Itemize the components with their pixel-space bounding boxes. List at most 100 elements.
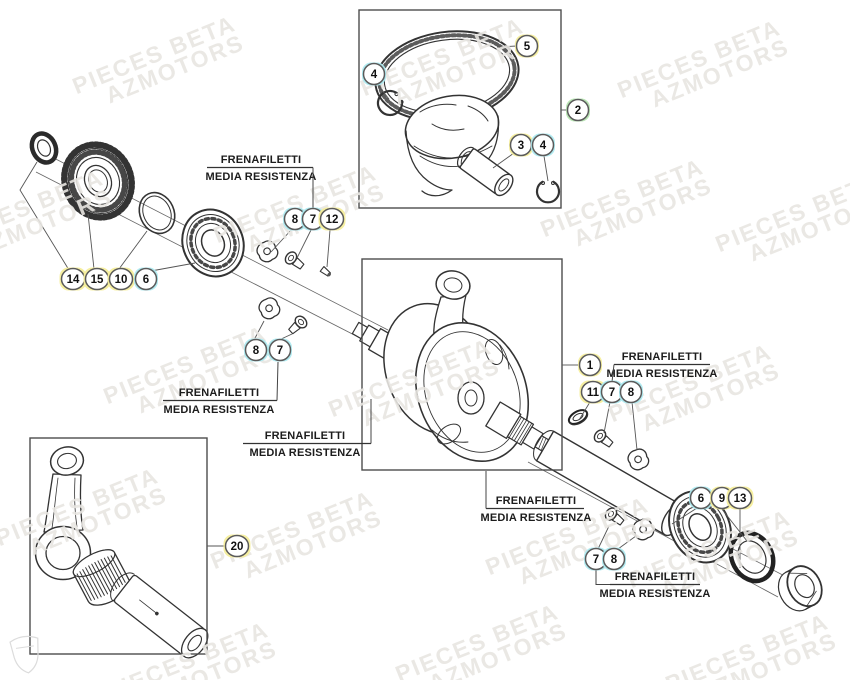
thread-locker-label-line2: MEDIA RESISTENZA (481, 512, 592, 524)
callout-number: 13 (734, 493, 747, 505)
callout-7[interactable]: 7 (301, 207, 325, 231)
callout-10[interactable]: 10 (107, 267, 135, 291)
callout-number: 8 (628, 387, 635, 399)
callout-number: 8 (611, 554, 618, 566)
callout-number: 4 (540, 140, 547, 152)
thread-locker-label-line1: FRENAFILETTI (615, 571, 696, 583)
oring-part (138, 191, 176, 235)
callout-leader-line (617, 535, 637, 550)
shield-logo (9, 635, 39, 674)
callout-4[interactable]: 4 (362, 62, 386, 86)
circlip-bottom-part (535, 180, 561, 204)
callout-7[interactable]: 7 (268, 338, 292, 362)
callout-15[interactable]: 15 (83, 267, 111, 291)
piston-kit-box (358, 9, 562, 209)
callout-leader-line (496, 45, 518, 48)
callout-circle (362, 62, 386, 86)
callout-1[interactable]: 1 (578, 353, 602, 377)
thread-locker-label-line2: MEDIA RESISTENZA (600, 588, 711, 600)
callout-leader-line (150, 262, 196, 272)
callout-circle (566, 98, 590, 122)
callout-number: 8 (292, 214, 299, 226)
callout-leader-line (597, 525, 610, 550)
watermark-text: PIECES BETAAZMOTORS (537, 153, 716, 262)
callout-5[interactable]: 5 (515, 34, 539, 58)
callout-number: 7 (609, 387, 615, 399)
callout-circle (224, 534, 250, 558)
callout-circle (515, 34, 539, 58)
callout-20[interactable]: 20 (223, 534, 251, 558)
watermark-text: PIECES BETAAZMOTORS (662, 608, 841, 680)
dowel-pin-part (319, 266, 331, 277)
watermark-text: PIECES BETAAZMOTORS (614, 14, 793, 123)
callout-number: 7 (593, 554, 599, 566)
callout-3[interactable]: 3 (509, 133, 533, 157)
callout-leader-line (270, 228, 293, 253)
callout-4[interactable]: 4 (531, 133, 555, 157)
callout-2[interactable]: 2 (566, 98, 590, 122)
retainer-plate-part (632, 518, 655, 541)
callout-7[interactable]: 7 (600, 380, 624, 404)
callout-13[interactable]: 13 (726, 486, 754, 510)
callout-number: 9 (719, 493, 725, 505)
callout-circle (244, 338, 268, 362)
thread-locker-label-line1: FRENAFILETTI (179, 387, 260, 399)
tab-washer-part (567, 409, 589, 426)
callout-leader-line (253, 320, 265, 341)
main-bearing-right-part (668, 490, 732, 564)
callout-number: 4 (371, 69, 378, 81)
callout-8[interactable]: 8 (619, 380, 643, 404)
wrist-pin-part (456, 146, 514, 197)
callout-12[interactable]: 12 (318, 207, 346, 231)
thread-locker-label-line1: FRENAFILETTI (496, 495, 577, 507)
label-connector-line (611, 364, 615, 383)
thread-locker-label-line2: MEDIA RESISTENZA (164, 404, 275, 416)
callout-number: 7 (277, 345, 283, 357)
callout-number: 15 (91, 274, 104, 286)
thread-locker-label-line1: FRENAFILETTI (622, 351, 703, 363)
callout-number: 5 (524, 41, 531, 53)
callout-8[interactable]: 8 (244, 338, 268, 362)
callout-number: 11 (587, 387, 600, 399)
callout-circle (268, 338, 292, 362)
thread-locker-label-line1: FRENAFILETTI (265, 430, 346, 442)
callout-leader-line (326, 229, 331, 268)
watermark-text: PIECES BETAAZMOTORS (392, 598, 571, 680)
callout-6[interactable]: 6 (689, 486, 713, 510)
callout-number: 14 (67, 274, 80, 286)
callout-11[interactable]: 11 (579, 380, 607, 404)
circlip-top-part (376, 89, 404, 117)
crank-pin-part (110, 572, 209, 659)
piston-part (404, 94, 500, 197)
callout-leader-line (87, 213, 95, 270)
callout-14[interactable]: 14 (59, 267, 87, 291)
callout-number: 6 (143, 274, 149, 286)
primary-gear-part (61, 141, 135, 221)
callout-circle (578, 353, 602, 377)
callout-number: 10 (115, 274, 128, 286)
callout-leader-line (578, 401, 591, 421)
callout-8[interactable]: 8 (602, 547, 626, 571)
callout-leader-line (603, 401, 611, 434)
callout-circle (619, 380, 643, 404)
crankshaft-part (351, 270, 554, 463)
retainer-plate-part (256, 240, 279, 263)
callout-7[interactable]: 7 (584, 547, 608, 571)
callout-8[interactable]: 8 (283, 207, 307, 231)
bolt-part (288, 315, 308, 335)
callout-circle (134, 267, 158, 291)
callout-circle (531, 133, 555, 157)
bolt-part (604, 507, 625, 526)
callout-leader-line (376, 83, 390, 100)
callout-leader-line (720, 507, 748, 542)
callout-leader-line (492, 152, 515, 169)
callout-circle (108, 267, 134, 291)
callout-6[interactable]: 6 (134, 267, 158, 291)
callout-number: 8 (253, 345, 260, 357)
callout-leader-line (118, 230, 148, 270)
seal-collar-part (29, 131, 59, 165)
crank-nut-part (777, 565, 823, 612)
